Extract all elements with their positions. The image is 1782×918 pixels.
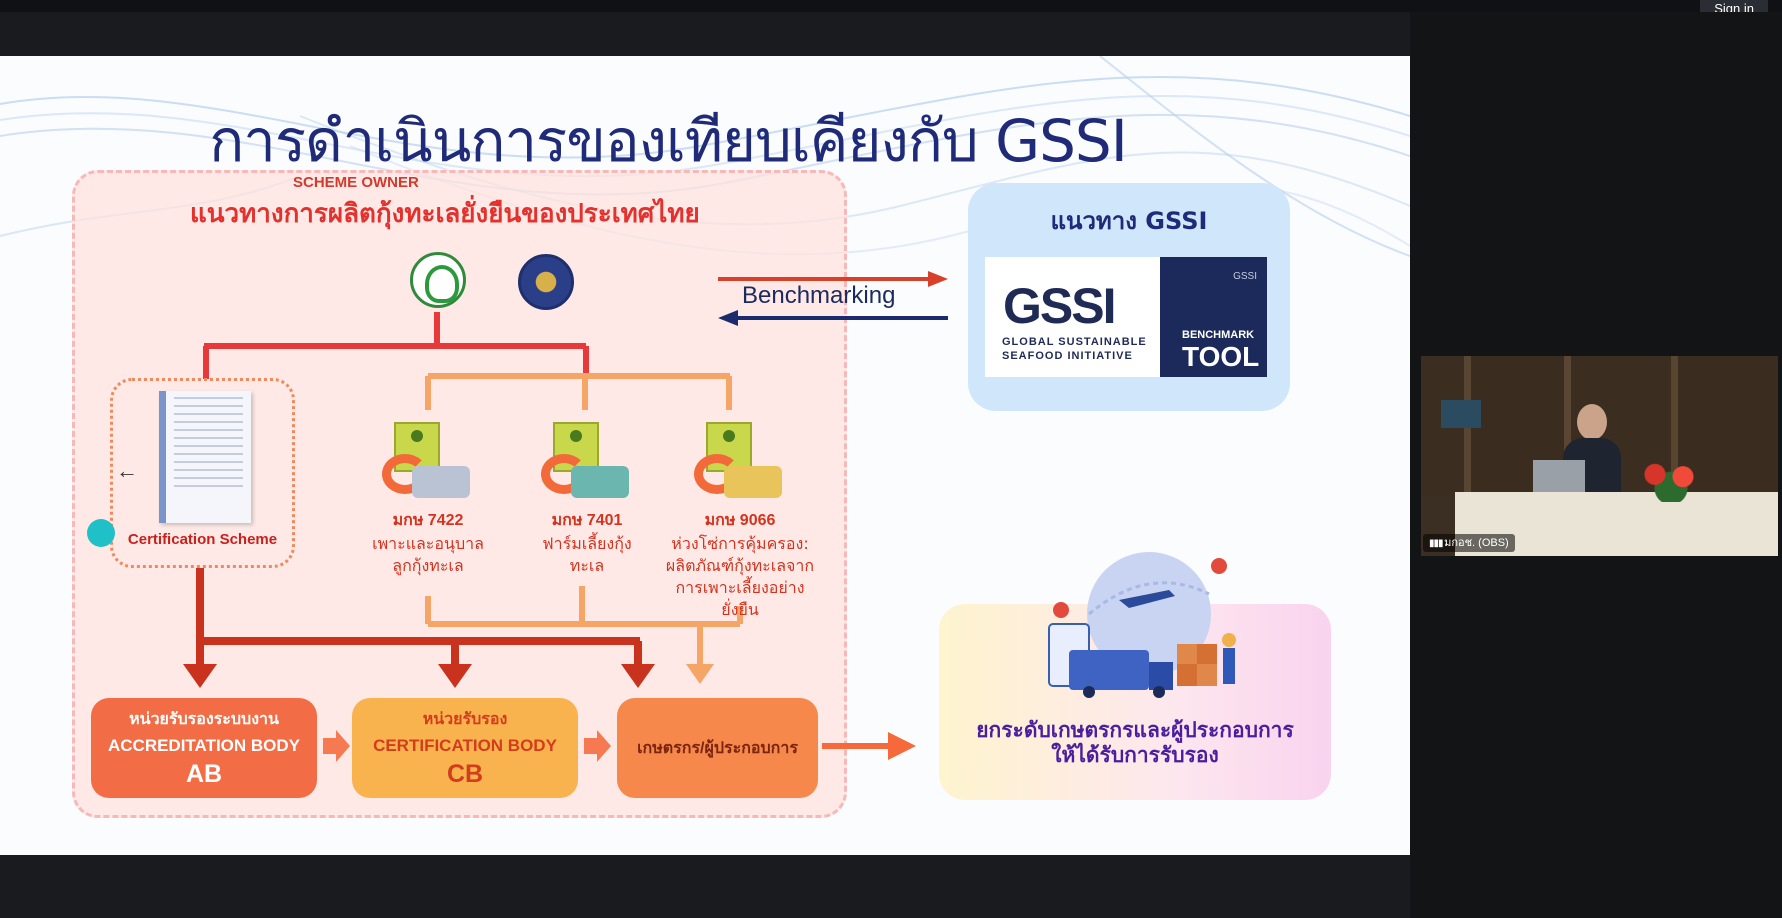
certification-scheme-label: Certification Scheme xyxy=(127,531,278,548)
tool-label: TOOL xyxy=(1182,341,1260,372)
pointer-cursor xyxy=(87,519,115,547)
standard-7401: มกษ 7401 ฟาร์มเลี้ยงกุ้ง ทะเล xyxy=(517,422,657,577)
certification-body-box: หน่วยรับรอง CERTIFICATION BODY CB xyxy=(352,698,578,798)
farmer-operator-box: เกษตรกร/ผู้ประกอบการ xyxy=(617,698,818,798)
signal-bars-icon: ▮▮▮ xyxy=(1429,538,1444,549)
scheme-owner-label: SCHEME OWNER xyxy=(293,174,419,191)
thai-guideline-heading: แนวทางการผลิตกุ้งทะเลยั่งยืนของประเทศไทย xyxy=(190,199,700,229)
supply-chain-illustration-icon xyxy=(694,422,786,502)
logistics-illustration-icon xyxy=(1048,552,1236,698)
standard-7422: มกษ 7422 เพาะและอนุบาล ลูกกุ้งทะเล xyxy=(358,422,498,577)
wall-monitor xyxy=(1441,400,1481,428)
accreditation-body-box: หน่วยรับรองระบบงาน ACCREDITATION BODY AB xyxy=(91,698,317,798)
standard-code: มกษ 9066 xyxy=(704,512,776,529)
farm-illustration-icon xyxy=(541,422,633,502)
benchmark-label: BENCHMARK xyxy=(1182,329,1255,341)
participant-name-tag: ▮▮▮ มกอช. (OBS) xyxy=(1423,534,1515,552)
gssi-guideline-panel: แนวทาง GSSI GSSI GLOBAL SUSTAINABLE SEAF… xyxy=(968,183,1290,411)
standard-description: เพาะและอนุบาล ลูกกุ้งทะเล xyxy=(372,534,484,575)
standard-description: ห่วงโซ่การคุ้มครอง: ผลิตภัณฑ์กุ้งทะเลจาก… xyxy=(665,534,815,619)
certification-document-icon xyxy=(159,391,251,523)
laptop xyxy=(1533,460,1585,492)
hatchery-illustration-icon xyxy=(382,422,474,502)
benchmarking-label: Benchmarking xyxy=(742,282,896,309)
standard-description: ฟาร์มเลี้ยงกุ้ง ทะเล xyxy=(542,534,632,575)
gssi-sub-line2: SEAFOOD INITIATIVE xyxy=(1002,350,1133,362)
gssi-logo-card: GSSI GLOBAL SUSTAINABLE SEAFOOD INITIATI… xyxy=(985,257,1267,377)
flow-connectors xyxy=(183,271,948,762)
benchmark-tool-badge: GSSI BENCHMARK TOOL xyxy=(1160,257,1267,377)
standard-code: มกษ 7401 xyxy=(551,512,623,529)
department-fisheries-logo-icon xyxy=(518,254,574,310)
gssi-sub-line1: GLOBAL SUSTAINABLE xyxy=(1002,336,1147,348)
standard-9066: มกษ 9066 ห่วงโซ่การคุ้มครอง: ผลิตภัณฑ์กุ… xyxy=(660,422,820,621)
gssi-logo-subtitle: GLOBAL SUSTAINABLE SEAFOOD INITIATIVE xyxy=(1002,335,1147,363)
gssi-small-label: GSSI xyxy=(1233,271,1257,282)
acfs-logo-icon xyxy=(410,252,466,308)
participant-video-tile[interactable]: ▮▮▮ มกอช. (OBS) xyxy=(1421,356,1778,556)
standard-code: มกษ 7422 xyxy=(392,512,464,529)
gssi-heading: แนวทาง GSSI xyxy=(1050,207,1208,235)
flower-arrangement xyxy=(1631,456,1711,502)
back-arrow-icon[interactable]: ← xyxy=(116,458,138,483)
goal-panel: ยกระดับเกษตรกรและผู้ประกอบการ ให้ได้รับก… xyxy=(939,552,1331,800)
presentation-slide: การดำเนินการของเทียบเคียงกับ GSSI แนวทาง… xyxy=(0,56,1410,855)
goal-text: ยกระดับเกษตรกรและผู้ประกอบการ ให้ได้รับก… xyxy=(976,718,1294,767)
top-bar xyxy=(0,0,1782,12)
certification-scheme-frame: Certification Scheme xyxy=(110,378,295,568)
gssi-logo-text: GSSI xyxy=(1003,278,1116,334)
slide-title: การดำเนินการของเทียบเคียงกับ GSSI xyxy=(209,107,1128,175)
